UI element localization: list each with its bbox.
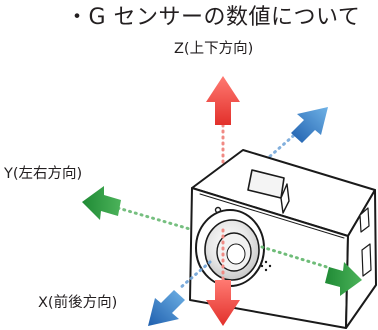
x-axis-front (148, 260, 212, 326)
y-right-arrow (325, 262, 362, 296)
camera-lens (195, 209, 265, 287)
x-front-arrow (148, 290, 185, 326)
y-axis-left (82, 186, 202, 234)
z-up-arrow (206, 76, 240, 125)
z-down-arrow (206, 280, 240, 326)
x-back-arrow (291, 107, 328, 143)
diagram-title: ・G センサーの数値について (66, 5, 361, 30)
z-axis-front (206, 228, 240, 326)
z-axis-label: Z(上下方向) (174, 41, 254, 57)
y-axis-right (260, 245, 362, 296)
y-axis-label: Y(左右方向) (4, 166, 83, 182)
x-axis-label: X(前後方向) (38, 295, 118, 311)
y-left-arrow (82, 186, 121, 220)
